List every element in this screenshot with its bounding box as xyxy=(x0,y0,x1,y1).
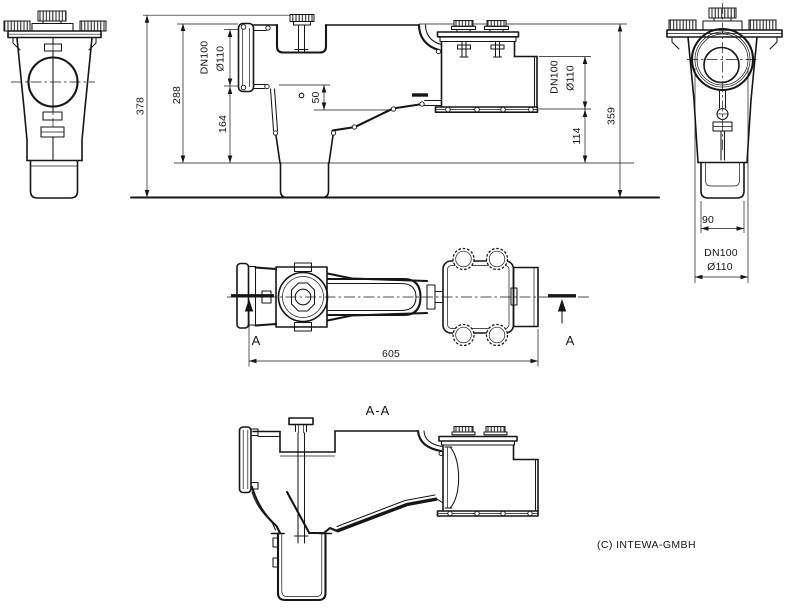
section-letter-right: A xyxy=(566,333,575,348)
right-side-view: 90 DN100 Ø110 xyxy=(666,3,783,283)
outlet-cylinder-top xyxy=(512,266,539,328)
dim-inlet-top-height: 288 xyxy=(171,23,186,163)
knurled-knob xyxy=(485,247,509,271)
vent-cap xyxy=(289,14,315,53)
knob-cap xyxy=(668,19,697,31)
top-plan-view: A A 605 xyxy=(227,247,589,367)
vent-cap xyxy=(288,417,314,433)
dim-overall-height: 378 xyxy=(135,15,150,198)
knob-cap xyxy=(483,20,510,33)
section-letter-left: A xyxy=(252,333,261,348)
knob-cap xyxy=(451,426,476,436)
filter-box-lid xyxy=(436,31,520,38)
section-cut-marker-left: A xyxy=(231,294,274,348)
cartridge-bolt xyxy=(490,40,505,58)
section-view-label: A-A xyxy=(366,403,391,418)
dome-circle xyxy=(277,271,329,323)
drain-spigot xyxy=(700,161,745,199)
dim-605-label: 605 xyxy=(382,348,400,360)
dim-outlet-pipe: DN100 Ø110 114 xyxy=(539,56,591,163)
hose-bend xyxy=(416,429,443,453)
right-dn-label: DN100 xyxy=(704,247,738,259)
front-elevation-view: 378 288 DN100 Ø110 164 xyxy=(129,14,661,199)
section-a-a-view: A-A xyxy=(238,403,539,602)
copyright-note: (C) INTEWA-GMBH xyxy=(597,539,696,551)
dim-body-height: 359 xyxy=(606,24,623,198)
dim-outlet-dia: DN100 Ø110 xyxy=(694,68,749,283)
vent-recess xyxy=(275,23,328,54)
knob-cap xyxy=(79,20,107,32)
knob-cap xyxy=(450,20,477,33)
sloped-floor xyxy=(250,485,444,535)
sight-channel xyxy=(326,277,422,317)
filter-box xyxy=(436,426,539,517)
drain-hole xyxy=(298,92,305,99)
knob-cap xyxy=(37,10,67,22)
outlet-dia-label: Ø110 xyxy=(565,65,577,91)
sediment-box xyxy=(270,532,333,602)
knurled-knob xyxy=(452,323,475,347)
dim-inlet-pipe: DN100 Ø110 164 xyxy=(199,29,239,163)
inlet-socket xyxy=(237,22,255,93)
knob-cap xyxy=(748,19,777,31)
dim-164-label: 164 xyxy=(217,115,229,133)
right-dia-label: Ø110 xyxy=(707,261,733,273)
internal-screen xyxy=(252,83,443,136)
knurled-knob xyxy=(485,323,509,347)
dim-378-label: 378 xyxy=(135,97,147,115)
drain-spigot xyxy=(279,162,330,199)
dim-overall-length: 605 xyxy=(248,327,539,367)
dim-spigot-width: 90 xyxy=(700,201,745,233)
inlet-dia-label: Ø110 xyxy=(215,46,227,72)
inlet-dn-label: DN100 xyxy=(199,41,211,75)
dim-359-label: 359 xyxy=(606,107,618,125)
pipe-bore-circle xyxy=(703,46,740,84)
knob-cap xyxy=(483,426,508,436)
dim-50-label: 50 xyxy=(310,91,322,103)
dim-90-label: 90 xyxy=(702,214,714,226)
hose-bend xyxy=(417,23,441,52)
inlet-socket xyxy=(238,426,252,494)
outlet-socket xyxy=(513,55,538,108)
cartridge-bolt xyxy=(456,40,472,58)
filter-cartridge xyxy=(449,446,460,509)
knob-cap xyxy=(3,20,31,32)
dim-114-label: 114 xyxy=(571,127,583,144)
dim-288-label: 288 xyxy=(171,86,183,104)
outlet-dn-label: DN100 xyxy=(549,60,561,94)
outlet-socket xyxy=(512,458,539,512)
drain-spigot xyxy=(29,159,79,199)
filter-box xyxy=(434,20,539,113)
knurled-knob xyxy=(452,247,475,271)
dim-weir-offset: 50 xyxy=(279,84,393,111)
section-cut-marker-right: A xyxy=(548,294,576,348)
drain-funnel xyxy=(275,130,337,199)
left-side-view xyxy=(3,10,107,199)
